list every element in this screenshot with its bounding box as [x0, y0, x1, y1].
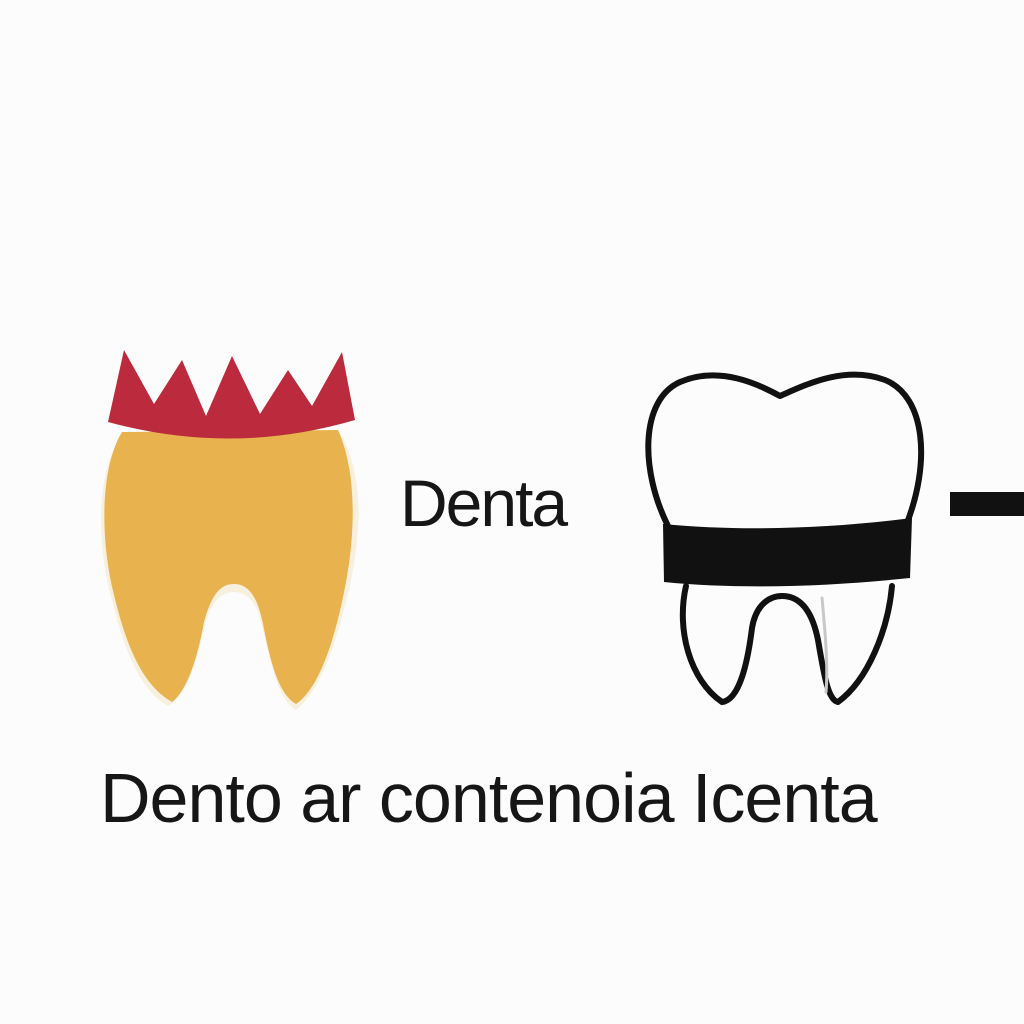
tooth-inner-root-line [820, 596, 829, 694]
center-label: Denta [400, 466, 568, 540]
outlined-tooth-with-band-icon [645, 371, 925, 705]
tooth-black-band [663, 518, 912, 587]
red-crown [108, 350, 355, 439]
bottom-caption: Dento ar contenoia Icenta [100, 759, 878, 837]
tooth-crown-outline [645, 371, 925, 531]
tooth-right-root-outline [779, 583, 895, 705]
gold-tooth-body [104, 430, 353, 704]
gold-tooth-with-crown-icon [101, 350, 359, 710]
tooth-left-root-outline [679, 583, 785, 705]
dash-line [950, 492, 1024, 516]
